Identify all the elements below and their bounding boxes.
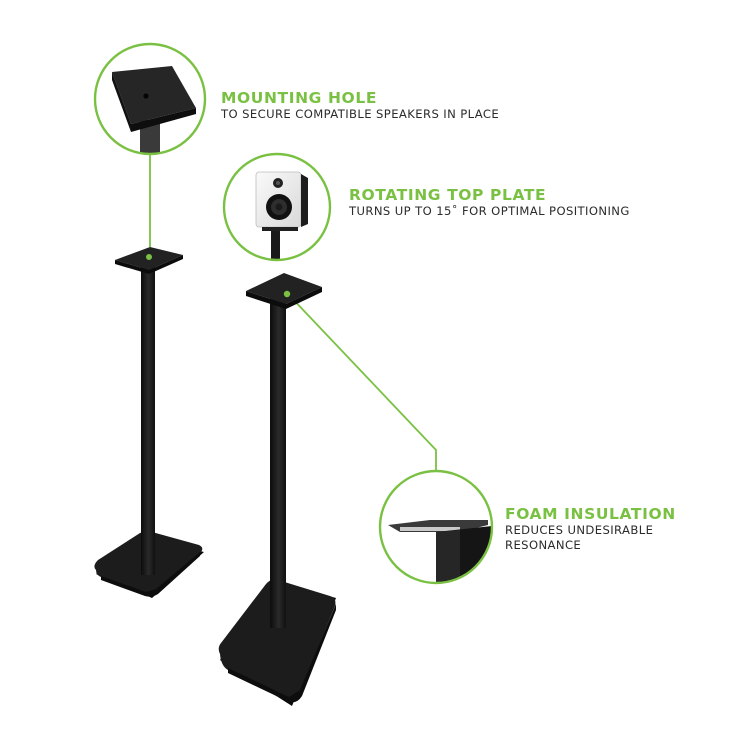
foam-plate-closeup (378, 469, 494, 585)
foam-insulation-callout: FOAM INSULATION REDUCES UNDESIRABLE RESO… (505, 505, 676, 553)
speaker-closeup (222, 152, 332, 262)
mounting-hole-callout: MOUNTING HOLE TO SECURE COMPATIBLE SPEAK… (221, 89, 499, 122)
speaker-callout-ring (222, 152, 332, 262)
connector-foam-insulation (287, 293, 437, 471)
rotating-top-plate-callout: ROTATING TOP PLATE TURNS UP TO 15˚ FOR O… (349, 186, 630, 219)
right-speaker-stand (218, 273, 336, 706)
mounting-plate-closeup (93, 42, 207, 156)
mounting-hole-description: TO SECURE COMPATIBLE SPEAKERS IN PLACE (221, 107, 500, 121)
mounting-callout-ring (93, 42, 207, 156)
mounting-hole-title: MOUNTING HOLE (221, 89, 378, 107)
rotating-top-plate-description: TURNS UP TO 15˚ FOR OPTIMAL POSITIONING (349, 204, 630, 218)
foam-insulation-title: FOAM INSULATION (505, 505, 676, 523)
right-stand-base (218, 579, 336, 699)
right-stand-mounting-dot (283, 290, 291, 298)
foam-insulation-description-line1: REDUCES UNDESIRABLE (505, 523, 654, 537)
left-stand-mounting-dot (146, 254, 152, 260)
right-stand-pole (270, 296, 286, 628)
left-stand-pole (141, 265, 155, 575)
rotating-top-plate-title: ROTATING TOP PLATE (349, 186, 547, 204)
foam-callout-ring (378, 469, 494, 585)
left-speaker-stand (94, 247, 204, 598)
foam-insulation-description-line2: RESONANCE (505, 538, 582, 552)
right-stand-top-plate (246, 273, 322, 304)
connector-lines (149, 154, 437, 471)
